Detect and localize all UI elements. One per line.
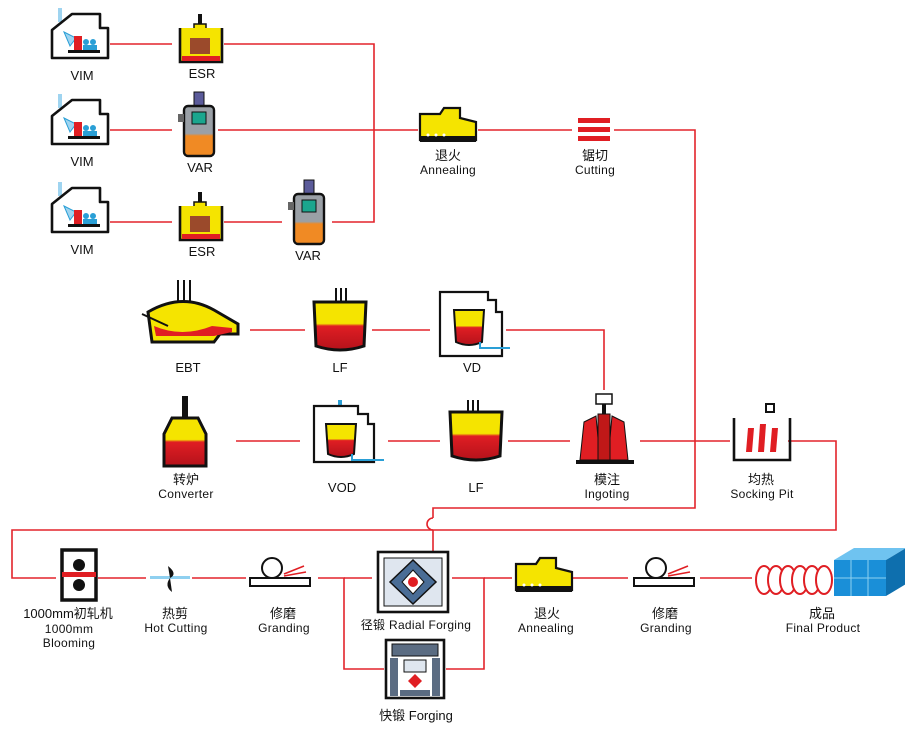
flow-line-grand1-forging — [318, 577, 384, 670]
label-var-1: VAR — [187, 160, 213, 175]
flow-line-socking-blooming — [11, 440, 837, 579]
label-var-2: VAR — [295, 248, 321, 263]
lf-ladle-icon-2 — [448, 400, 504, 462]
label-grand1-cn: 修磨 — [269, 606, 296, 621]
label-forging: 快锻 Forging — [379, 708, 453, 723]
label-grand1-en: Granding — [258, 621, 310, 635]
flow-line-esr1-trunk — [224, 43, 375, 223]
var-furnace-icon-2 — [288, 179, 326, 246]
flow-lines — [11, 43, 837, 670]
label-vod: VOD — [327, 480, 357, 495]
label-lf-2: LF — [468, 480, 484, 495]
label-socking-cn: 均热 — [747, 472, 774, 487]
flow-line-radial-forging-join — [446, 577, 485, 670]
vim-furnace-icon-3 — [50, 182, 110, 234]
ebt-furnace-icon — [141, 280, 240, 344]
label-vim-3: VIM — [70, 242, 94, 257]
cutting-saw-icon — [578, 118, 610, 141]
final-product-square-bars-icon — [834, 548, 905, 596]
vim-furnace-icon-1 — [50, 8, 110, 60]
socking-pit-icon — [732, 403, 792, 462]
var-furnace-icon-1 — [178, 91, 216, 158]
label-grand2-cn: 修磨 — [651, 606, 678, 621]
label-socking-en: Socking Pit — [730, 487, 794, 501]
esr-furnace-icon-2 — [178, 192, 224, 242]
label-hotcut-cn: 热剪 — [161, 606, 188, 621]
label-annealing-bot-cn: 退火 — [533, 606, 560, 621]
label-cutting-cn: 锯切 — [581, 148, 608, 163]
annealing-furnace-icon-bottom — [514, 556, 574, 592]
vim-furnace-icon-2 — [50, 94, 110, 146]
forging-press-icon — [384, 638, 446, 700]
flow-line-cutting-forging — [432, 129, 696, 518]
label-ingoting-cn: 模注 — [593, 472, 620, 487]
label-final-en: Final Product — [785, 621, 861, 635]
grinding-wheel-icon-1 — [249, 557, 311, 587]
ingoting-mould-icon — [576, 393, 634, 464]
annealing-furnace-icon-top — [418, 106, 478, 142]
lf-ladle-icon-1 — [312, 288, 368, 352]
blooming-mill-icon — [60, 548, 98, 602]
flow-line-crossover — [426, 517, 434, 531]
label-vim-1: VIM — [70, 68, 94, 83]
label-annealing-top-cn: 退火 — [434, 148, 461, 163]
label-blooming-en-2: Blooming — [42, 636, 96, 650]
label-annealing-bot-en: Annealing — [517, 621, 575, 635]
converter-furnace-icon — [162, 396, 208, 468]
hot-cutting-shear-icon — [150, 566, 190, 592]
label-esr-1: ESR — [188, 66, 216, 81]
label-converter-en: Converter — [158, 487, 214, 501]
esr-furnace-icon-1 — [178, 14, 224, 64]
vod-vessel-icon — [312, 400, 384, 464]
label-annealing-top-en: Annealing — [419, 163, 477, 177]
label-esr-2: ESR — [188, 244, 216, 259]
label-vd: VD — [462, 360, 482, 375]
flow-line-vd-ingoting — [506, 329, 605, 390]
label-hotcut-en: Hot Cutting — [144, 621, 208, 635]
label-radial-forging: 径锻 Radial Forging — [360, 618, 472, 632]
label-blooming-cn: 1000mm初轧机 — [23, 606, 113, 621]
label-lf-1: LF — [332, 360, 348, 375]
label-ingoting-en: Ingoting — [584, 487, 630, 501]
radial-forging-machine-icon — [376, 550, 450, 614]
label-cutting-en: Cutting — [574, 163, 616, 177]
vd-vessel-icon — [438, 290, 510, 358]
label-blooming-en-1: 1000mm — [44, 622, 94, 636]
final-product-round-bars-icon — [755, 565, 833, 595]
grinding-wheel-icon-2 — [633, 557, 695, 587]
label-final-cn: 成品 — [808, 606, 835, 621]
label-ebt: EBT — [175, 360, 201, 375]
label-grand2-en: Granding — [640, 621, 692, 635]
label-converter-cn: 转炉 — [172, 472, 199, 487]
label-vim-2: VIM — [70, 154, 94, 169]
